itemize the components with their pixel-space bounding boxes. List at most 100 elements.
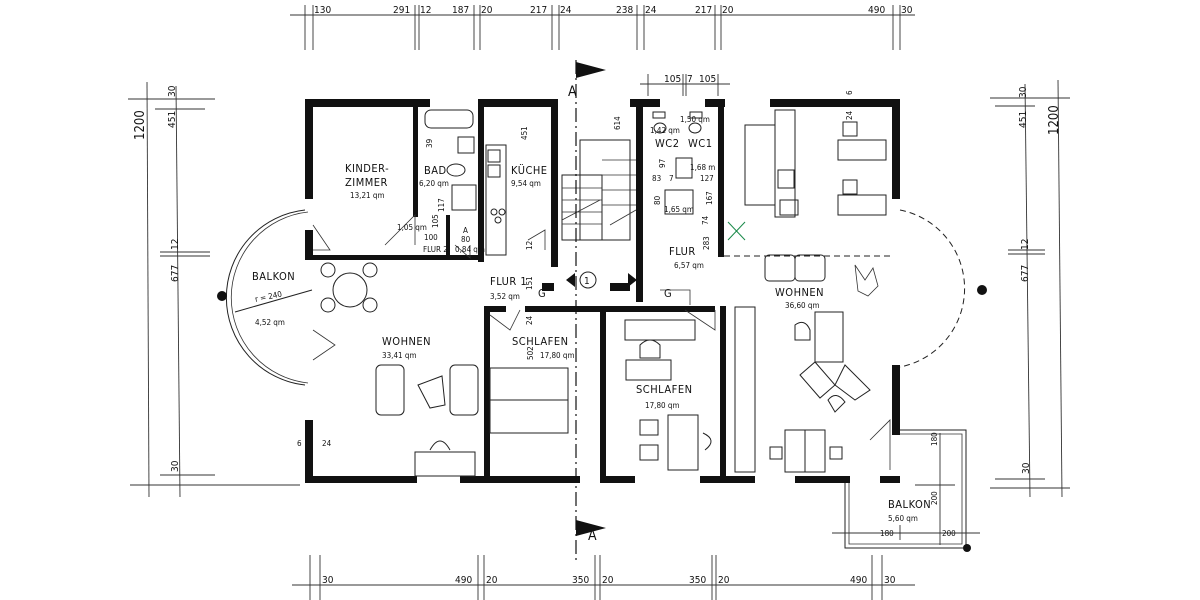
balcony-bottom-right	[832, 429, 980, 552]
room-name-balkon-right: BALKON	[888, 498, 931, 511]
room-area: 13,21 qm	[350, 191, 384, 200]
room-area: 3,52 qm	[490, 292, 520, 301]
dim-label: 167	[705, 191, 714, 205]
dim-label: 677	[1020, 265, 1031, 282]
dim-label: 39	[425, 138, 434, 148]
dim-label: 30	[170, 460, 181, 472]
dim-label: 97	[658, 159, 667, 168]
room-name-wohnen-right: WOHNEN	[775, 286, 824, 299]
dim-label: 6	[297, 439, 302, 448]
dim-label: 7	[687, 74, 693, 85]
dim-label: 238	[616, 5, 633, 16]
dim-label: 217	[695, 5, 712, 16]
room-area: 6,20 qm	[419, 179, 449, 188]
dim-label: 180	[930, 432, 939, 446]
dim-label: 1200	[1047, 105, 1062, 135]
section-marker-bottom: A	[588, 528, 597, 544]
dimension-right: 30 451 1200 12 677 30	[990, 79, 1070, 498]
dim-label: 350	[689, 575, 706, 586]
dim-label: 200	[942, 529, 956, 538]
dim-label: 105	[699, 74, 716, 85]
dim-label: 291	[393, 5, 410, 16]
room-name-kueche: KÜCHE	[511, 164, 548, 177]
inner-dimensions: 39 451 614 105 117 100 80 12 151 24 502 …	[297, 90, 956, 538]
dim-label: 12	[420, 5, 431, 16]
dim-label: 490	[850, 575, 867, 586]
dim-label: 20	[602, 575, 614, 586]
dimension-top: 130 291 12 187 20 217 24 238 24 217 20 4…	[290, 5, 915, 50]
dim-label: 24	[525, 315, 534, 325]
room-area: 33,41 qm	[382, 351, 416, 360]
section-marker-top: A	[568, 84, 577, 100]
dim-label: 677	[170, 265, 181, 282]
staircase: 1	[561, 139, 637, 289]
dim-label: 24	[322, 439, 332, 448]
dim-label: 151	[525, 276, 534, 290]
dim-label: 100	[424, 233, 438, 242]
room-name-kinderzimmer: KINDER-	[345, 162, 389, 175]
dim-label: 217	[530, 5, 547, 16]
dim-label: 20	[718, 575, 730, 586]
dim-label: 350	[572, 575, 589, 586]
dimension-bottom: 30 490 20 350 20 350 20 490 30	[292, 555, 915, 600]
dim-label: 12	[525, 241, 534, 250]
dim-label: 20	[722, 5, 734, 16]
dim-label: 30	[901, 5, 913, 16]
dim-label: 105	[664, 74, 681, 85]
furniture	[320, 109, 890, 477]
balcony-left	[217, 209, 313, 386]
room-area: 36,60 qm	[785, 301, 819, 310]
dim-label: 83	[652, 174, 661, 183]
room-area: 5,60 qm	[888, 514, 918, 523]
dim-label: 30	[1018, 86, 1029, 98]
dim-label: 6	[845, 90, 854, 95]
dim-label: 12	[1020, 239, 1031, 250]
dim-label: 30	[322, 575, 334, 586]
room-area: 1,50 qm	[680, 115, 710, 124]
balcony-right-round	[899, 209, 987, 368]
dim-label: 187	[452, 5, 469, 16]
dim-label: 80	[461, 235, 471, 244]
dim-label: 490	[868, 5, 885, 16]
room-name-balkon-left: BALKON	[252, 270, 295, 283]
room-name-flur-2: FLUR 2	[423, 245, 448, 254]
dim-label: 451	[520, 126, 529, 140]
dim-label: 105	[431, 214, 440, 228]
room-labels: KINDER- ZIMMER 13,21 qm BAD 6,20 qm KÜCH…	[252, 115, 931, 523]
walls	[305, 99, 900, 483]
section-line-a: A A	[568, 60, 606, 560]
garderobe-label: G	[538, 287, 546, 300]
dim-label: 7	[669, 174, 674, 183]
dim-label: 1,68 m	[690, 163, 715, 172]
dim-label: 24	[560, 5, 572, 16]
room-name-flur-1: FLUR 1	[490, 275, 527, 288]
room-area: 1,42 qm	[650, 126, 680, 135]
dim-label: 20	[486, 575, 498, 586]
dim-label: 24	[645, 5, 657, 16]
room-area: 9,54 qm	[511, 179, 541, 188]
stair-number: 1	[584, 276, 590, 287]
room-area: 0,84 qm	[455, 245, 485, 254]
dim-label: 180	[880, 529, 894, 538]
dim-label: 283	[702, 236, 711, 250]
room-name-wohnen-left: WOHNEN	[382, 335, 431, 348]
room-name-schlafen-left: SCHLAFEN	[512, 335, 569, 348]
dim-label: 1,65 qm	[664, 205, 694, 214]
room-area: 4,52 qm	[255, 318, 285, 327]
dimension-left: 1200 30 451 12 677 30	[128, 81, 300, 498]
room-name-kinderzimmer-2: ZIMMER	[345, 176, 388, 189]
dim-label: 451	[1018, 111, 1029, 128]
room-area: 17,80 qm	[645, 401, 679, 410]
room-name-flur: FLUR	[669, 245, 696, 258]
dim-label: 614	[613, 116, 622, 130]
dim-label: 30	[1021, 462, 1032, 474]
room-name-bad: BAD	[424, 164, 447, 177]
room-name-wc1: WC1	[688, 137, 713, 150]
doors	[312, 214, 891, 470]
dim-label: 12	[170, 239, 181, 250]
dim-label: 30	[167, 85, 178, 97]
dim-label: 20	[481, 5, 493, 16]
balcony-radius: r = 240	[254, 289, 283, 304]
garderobe-label: G	[664, 287, 672, 300]
